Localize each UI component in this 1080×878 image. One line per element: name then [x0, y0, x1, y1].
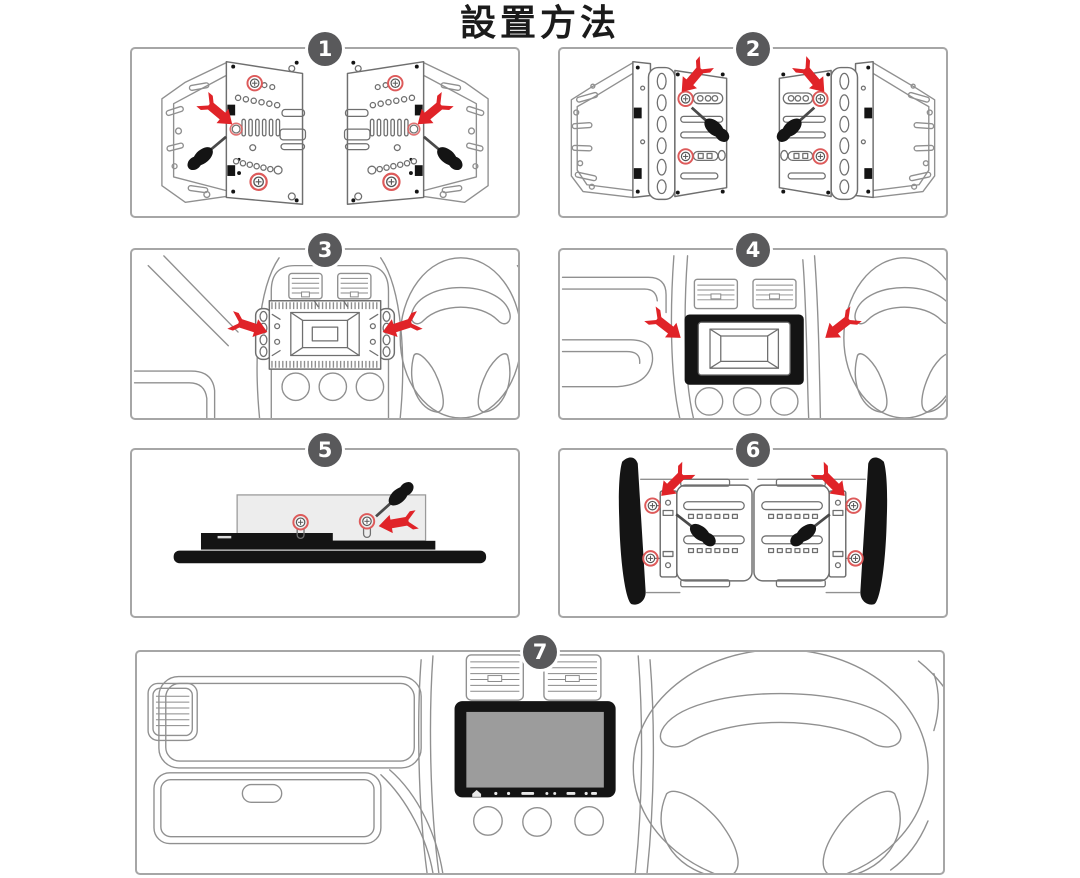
steering-wheel	[843, 257, 946, 418]
step-panel-2: 2	[558, 32, 948, 218]
steering-wheel	[631, 652, 943, 873]
step-6-badge: 6	[736, 433, 770, 467]
page-title: 設置方法	[459, 3, 620, 44]
trim-frame	[684, 314, 804, 385]
steering-wheel	[399, 257, 518, 418]
step-1-illustration	[132, 49, 518, 216]
step-panel-7: 7	[135, 635, 945, 875]
step-panel-6: 6	[558, 433, 948, 618]
glovebox-handle	[241, 783, 283, 803]
step-2-badge: 2	[736, 32, 770, 66]
step-5-illustration	[173, 477, 487, 564]
step-panel-4: 4	[558, 233, 948, 420]
step-7-illustration	[147, 652, 943, 873]
climate-knobs	[694, 387, 799, 416]
dash-vents	[465, 654, 602, 701]
step-panel-5: 5	[130, 433, 520, 618]
climate-knobs	[473, 806, 605, 837]
step-panel-3: 3	[130, 233, 520, 420]
head-unit-screen	[466, 711, 604, 788]
cage-bracket-left	[571, 56, 732, 199]
dash-vents	[288, 272, 372, 300]
step-4-illustration	[561, 255, 946, 418]
step-2-illustration	[560, 49, 946, 216]
step-4-badge: 4	[736, 233, 770, 267]
screen-chassis-left	[619, 457, 752, 604]
step-3-badge: 3	[308, 233, 342, 267]
dashboard-outline	[561, 255, 822, 418]
climate-knobs	[281, 372, 385, 402]
head-unit-assembly	[173, 494, 487, 564]
mounting-bracket-right	[345, 61, 489, 205]
red-arrow-icon	[644, 306, 687, 346]
dashboard-outline	[147, 655, 655, 873]
step-5-badge: 5	[308, 433, 342, 467]
dash-vents	[693, 278, 797, 310]
step-3-illustration	[133, 255, 518, 418]
step-panel-1: 1	[130, 32, 520, 218]
head-unit	[454, 701, 616, 798]
step-6-illustration	[560, 450, 946, 616]
screen-chassis-right	[754, 457, 887, 604]
mounting-bracket-left	[162, 61, 306, 205]
head-unit-button-bar	[472, 790, 597, 797]
mounting-cage	[254, 300, 396, 370]
step-7-badge: 7	[523, 635, 557, 669]
cage-bracket-right	[773, 56, 934, 199]
step-1-badge: 1	[308, 32, 342, 66]
